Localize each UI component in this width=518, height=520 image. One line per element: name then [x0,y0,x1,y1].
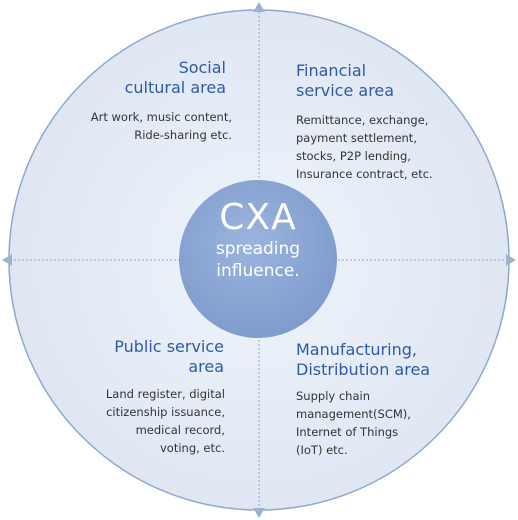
bottom-left-body-line-1: Land register, digital [105,387,225,401]
top-right-body: Remittance, exchange, payment settlement… [296,111,496,183]
bottom-left-body-line-4: voting, etc. [159,441,225,455]
bottom-left-body-line-2: citizenship issuance, [106,405,225,419]
bottom-right-title-line-2: Distribution area [296,360,431,379]
bottom-right-body-line-2: management(SCM), [296,407,411,421]
top-right-body-line-4: Insurance contract, etc. [296,167,433,181]
top-right-body-line-2: payment settlement, [296,131,417,145]
bottom-left-title: Public service area [60,337,224,377]
center-circle [179,180,337,338]
bottom-right-body-line-1: Supply chain [296,389,370,403]
top-left-body-line-2: Ride-sharing etc. [134,128,232,142]
top-right-title-line-2: service area [296,81,395,100]
bottom-left-title-line-2: area [188,357,224,376]
arrow-up-icon [253,2,265,12]
center-line-2: influence. [216,261,300,281]
top-right-title: Financial service area [296,61,466,101]
top-right-body-line-1: Remittance, exchange, [296,113,429,127]
center-line-1: spreading [215,239,301,259]
top-left-title: Social cultural area [70,58,226,98]
top-left-title-line-1: Social [178,58,226,77]
top-right-body-line-3: stocks, P2P lending, [296,149,411,163]
top-right-title-line-1: Financial [296,61,367,80]
bottom-right-title-line-1: Manufacturing, [296,340,417,359]
top-left-body: Art work, music content, Ride-sharing et… [40,108,232,144]
arrow-left-icon [2,254,12,266]
bottom-left-body-line-3: medical record, [135,423,225,437]
bottom-right-title: Manufacturing, Distribution area [296,340,476,380]
bottom-left-title-line-1: Public service [114,337,224,356]
bottom-left-body: Land register, digital citizenship issua… [60,385,225,457]
arrow-down-icon [253,508,265,518]
bottom-right-body-line-3: Internet of Things [296,425,399,439]
center-label: CXA spreading influence. [179,198,337,282]
bottom-right-body: Supply chain management(SCM), Internet o… [296,387,486,459]
top-left-body-line-1: Art work, music content, [90,110,232,124]
center-title: CXA [219,197,297,238]
bottom-right-body-line-4: (IoT) etc. [296,443,348,457]
arrow-right-icon [506,254,516,266]
top-left-title-line-2: cultural area [124,78,226,97]
